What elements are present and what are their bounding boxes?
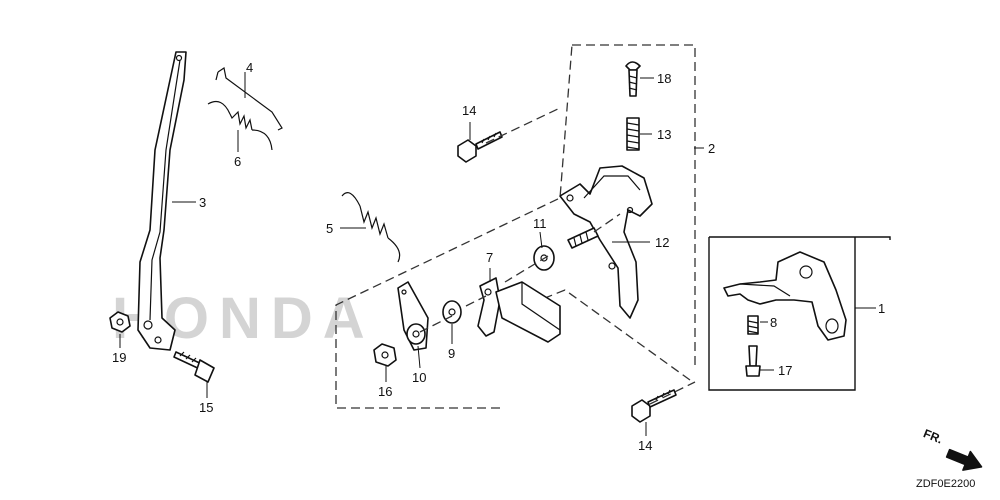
callout-4: 4	[246, 60, 253, 75]
subassembly-box-1	[708, 236, 891, 391]
callout-8: 8	[770, 315, 777, 330]
callout-7: 7	[486, 250, 493, 265]
callout-19: 19	[112, 350, 126, 365]
rod-4	[215, 67, 283, 131]
bolt-14-bottom	[631, 389, 677, 423]
drawing-code: ZDF0E2200	[916, 478, 975, 490]
callout-13: 13	[657, 127, 671, 142]
front-direction-arrow: FR.	[921, 426, 983, 471]
callout-12: 12	[655, 235, 669, 250]
flange-nut-16	[373, 343, 397, 367]
spring-5	[341, 192, 401, 263]
flange-nut-19	[109, 311, 131, 333]
direction-label: FR.	[921, 426, 944, 446]
callout-6: 6	[234, 154, 241, 169]
callout-1: 1	[878, 301, 885, 316]
control-lever-arm	[137, 51, 187, 351]
lever-plate-10	[397, 281, 429, 351]
control-plate-12	[559, 165, 653, 319]
spring-8	[747, 315, 759, 335]
bolt-14-top	[457, 131, 503, 163]
callout-10: 10	[412, 370, 426, 385]
leader-lines	[119, 72, 876, 436]
callout-17: 17	[778, 363, 792, 378]
bracket-1	[723, 251, 847, 341]
callout-2: 2	[708, 141, 715, 156]
spring-11	[567, 227, 599, 249]
callout-14-top: 14	[462, 103, 476, 118]
throttle-lever-7	[477, 277, 561, 343]
screw-18	[625, 61, 641, 97]
callout-5: 5	[326, 221, 333, 236]
screw-17	[745, 345, 761, 377]
bolt-15	[173, 351, 215, 383]
spring-6	[207, 101, 273, 151]
connection-lines	[419, 107, 696, 405]
callout-3: 3	[199, 195, 206, 210]
callout-15: 15	[199, 400, 213, 415]
callout-18: 18	[657, 71, 671, 86]
callout-16: 16	[378, 384, 392, 399]
spring-13	[626, 117, 640, 151]
washer-9	[442, 300, 462, 324]
callout-14-bottom: 14	[638, 438, 652, 453]
callout-9: 9	[448, 346, 455, 361]
callout-11: 11	[533, 216, 547, 231]
assembly-outline-2	[335, 44, 696, 409]
